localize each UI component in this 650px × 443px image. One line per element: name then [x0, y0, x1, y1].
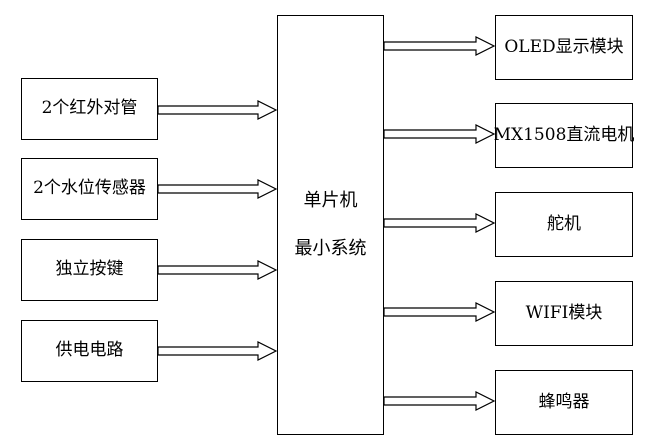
- input-box-infrared: 2个红外对管: [21, 78, 158, 140]
- input-label-infrared: 2个红外对管: [41, 98, 138, 119]
- arrow-mcu-to-motor: [383, 124, 496, 144]
- mcu-box: 单片机 最小系统: [277, 15, 384, 435]
- arrow-mcu-to-oled: [383, 36, 496, 56]
- arrow-button-to-mcu: [157, 260, 278, 280]
- mcu-label-line1: 单片机: [303, 189, 358, 211]
- output-box-motor: MX1508直流电机: [493, 103, 635, 168]
- arrow-mcu-to-servo: [383, 213, 496, 233]
- input-label-water-sensor: 2个水位传感器: [33, 178, 146, 199]
- arrow-infrared-to-mcu: [157, 100, 278, 120]
- output-box-buzzer: 蜂鸣器: [495, 370, 633, 435]
- input-label-power: 供电电路: [55, 340, 124, 361]
- mcu-label-line2: 最小系统: [294, 238, 367, 260]
- output-label-oled: OLED显示模块: [504, 36, 624, 57]
- arrow-mcu-to-buzzer: [383, 391, 496, 411]
- input-box-power: 供电电路: [21, 320, 158, 382]
- arrow-water-sensor-to-mcu: [157, 179, 278, 199]
- arrow-mcu-to-wifi: [383, 302, 496, 322]
- output-label-servo: 舵机: [547, 213, 581, 234]
- output-label-motor: MX1508直流电机: [493, 124, 635, 145]
- arrow-power-to-mcu: [157, 341, 278, 361]
- output-box-oled: OLED显示模块: [495, 15, 633, 80]
- output-box-servo: 舵机: [495, 192, 633, 257]
- mcu-label: 单片机 最小系统: [295, 164, 367, 285]
- output-label-wifi: WIFI模块: [525, 302, 603, 323]
- input-box-water-sensor: 2个水位传感器: [21, 158, 158, 220]
- output-label-buzzer: 蜂鸣器: [538, 391, 590, 412]
- input-label-button: 独立按键: [55, 259, 124, 280]
- output-box-wifi: WIFI模块: [495, 281, 633, 346]
- input-box-button: 独立按键: [21, 239, 158, 301]
